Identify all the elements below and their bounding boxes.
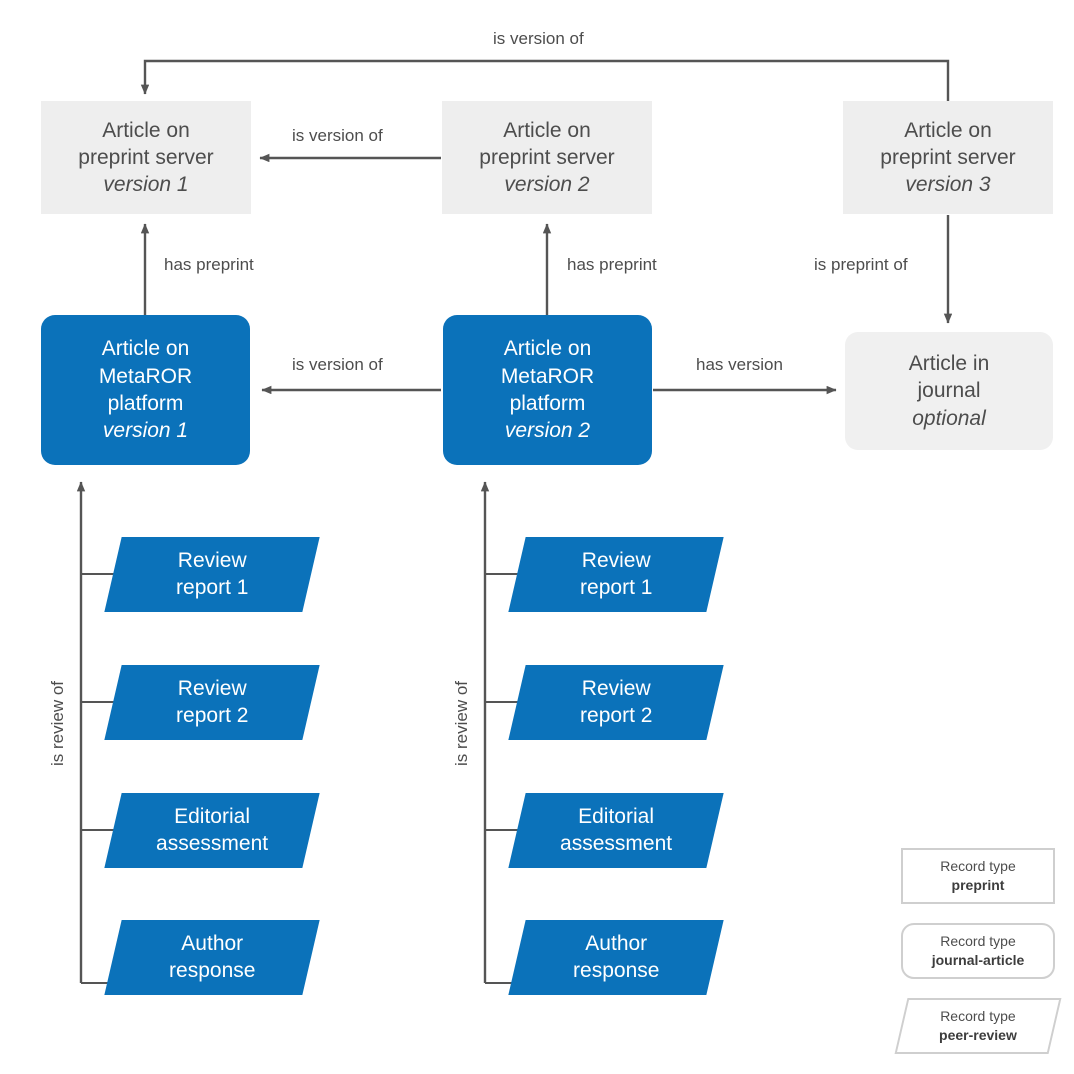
node-line: MetaROR: [500, 364, 595, 388]
node-col1-review-report-1[interactable]: Review report 1: [104, 537, 320, 612]
legend-caption: Record type: [940, 1008, 1016, 1025]
node-line: response: [572, 959, 660, 983]
node-preprint-version-1[interactable]: Article on preprint server version 1: [41, 101, 251, 214]
node-line: Review: [581, 549, 651, 573]
node-version-label: version 2: [504, 173, 590, 197]
node-preprint-version-3[interactable]: Article on preprint server version 3: [843, 101, 1053, 214]
legend-value: preprint: [951, 877, 1005, 893]
node-line: report 2: [579, 704, 653, 728]
node-line: Article in: [908, 352, 990, 376]
node-line: report 1: [579, 576, 653, 600]
node-preprint-version-2[interactable]: Article on preprint server version 2: [442, 101, 652, 214]
node-line: report 2: [175, 704, 249, 728]
legend-value: peer-review: [939, 1027, 1017, 1043]
node-version-label: version 3: [905, 173, 991, 197]
legend-item-peer-review: Record type peer-review: [894, 998, 1062, 1054]
legend-caption: Record type: [940, 858, 1016, 875]
node-col1-author-response[interactable]: Author response: [104, 920, 320, 995]
legend-item-preprint: Record type preprint: [901, 848, 1055, 904]
node-line: Article on: [102, 118, 190, 142]
edge-label-v2-to-v1: is version of: [288, 126, 387, 146]
edge-label-col2-is-review-of: is review of: [452, 676, 472, 770]
node-article-in-journal[interactable]: Article in journal optional: [845, 332, 1053, 450]
node-metaror-platform-version-1[interactable]: Article on MetaROR platform version 1: [41, 315, 250, 465]
node-line: platform: [509, 392, 586, 415]
node-inner: Review report 1: [580, 547, 652, 602]
edge-label-platform2-has-preprint: has preprint: [563, 255, 661, 275]
node-line: Editorial: [174, 805, 250, 829]
node-col2-review-report-2[interactable]: Review report 2: [508, 665, 724, 740]
node-line: Review: [581, 677, 651, 701]
node-col2-review-report-1[interactable]: Review report 1: [508, 537, 724, 612]
node-line: preprint server: [78, 145, 214, 169]
node-line: platform: [107, 392, 184, 415]
node-inner: Review report 1: [176, 547, 248, 602]
node-line: Review: [177, 549, 247, 573]
legend-inner: Record type peer-review: [939, 1007, 1017, 1045]
node-line: Author: [181, 932, 243, 956]
node-inner: Review report 2: [176, 675, 248, 730]
node-line: Article on: [503, 118, 591, 142]
legend-value: journal-article: [931, 952, 1025, 968]
edge-label-v3-to-v1: is version of: [489, 29, 588, 49]
edge-label-platform2-has-version: has version: [692, 355, 787, 375]
node-line: assessment: [559, 832, 673, 856]
node-col1-review-report-2[interactable]: Review report 2: [104, 665, 320, 740]
node-line: MetaROR: [98, 364, 193, 388]
node-version-label: version 2: [504, 419, 591, 443]
node-line: preprint server: [880, 145, 1016, 169]
node-inner: Author response: [169, 930, 255, 985]
node-col2-author-response[interactable]: Author response: [508, 920, 724, 995]
node-version-label: version 1: [103, 173, 189, 197]
node-inner: Editorial assessment: [156, 803, 268, 858]
edge-label-platform2-to-platform1: is version of: [288, 355, 387, 375]
node-metaror-platform-version-2[interactable]: Article on MetaROR platform version 2: [443, 315, 652, 465]
node-line: report 1: [175, 576, 249, 600]
node-line: assessment: [155, 832, 269, 856]
node-optional-label: optional: [912, 406, 986, 430]
node-col2-editorial-assessment[interactable]: Editorial assessment: [508, 793, 724, 868]
node-line: response: [168, 959, 256, 983]
node-inner: Editorial assessment: [560, 803, 672, 858]
node-inner: Author response: [573, 930, 659, 985]
edge-label-col1-is-review-of: is review of: [48, 676, 68, 770]
legend-item-journal-article: Record type journal-article: [901, 923, 1055, 979]
node-line: Author: [585, 932, 647, 956]
node-line: Article on: [101, 337, 190, 361]
node-line: Article on: [503, 337, 592, 361]
node-line: Article on: [904, 118, 992, 142]
legend-caption: Record type: [940, 933, 1016, 950]
edge-v3-to-v1: [140, 59, 950, 101]
node-line: Editorial: [578, 805, 654, 829]
node-line: journal: [917, 379, 981, 403]
node-inner: Review report 2: [580, 675, 652, 730]
edge-label-preprint3-is-preprint-of: is preprint of: [810, 255, 912, 275]
node-line: preprint server: [479, 145, 615, 169]
node-version-label: version 1: [102, 419, 189, 443]
node-col1-editorial-assessment[interactable]: Editorial assessment: [104, 793, 320, 868]
edge-label-platform1-has-preprint: has preprint: [160, 255, 258, 275]
node-line: Review: [177, 677, 247, 701]
